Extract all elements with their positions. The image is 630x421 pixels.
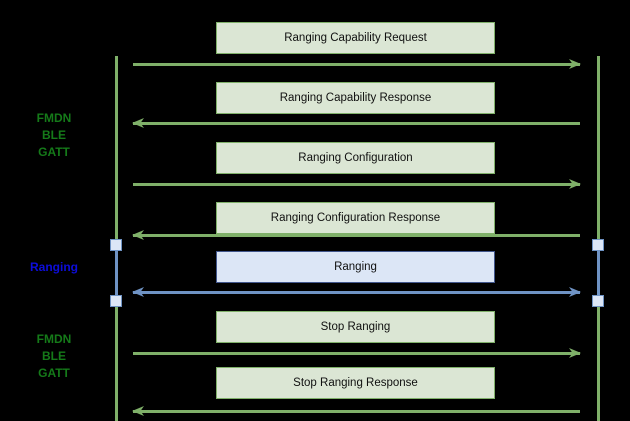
arrow-shaft [133,122,580,125]
arrow-ranging-configuration-response [132,229,580,241]
arrowhead-right [569,58,581,70]
arrow-ranging-bidirectional [132,286,581,298]
activation-end-right [592,295,604,307]
arrowhead-right [569,178,581,190]
message-box-ranging-capability-response[interactable]: Ranging Capability Response [216,82,495,114]
phase-label-line: FMDN [36,111,72,125]
arrowhead-right [569,286,581,298]
phase-label-line: FMDN [36,332,72,346]
activation-bar-left [115,245,118,301]
arrow-ranging-capability-request [133,58,581,70]
arrow-shaft [133,63,580,66]
message-box-ranging[interactable]: Ranging [216,251,495,283]
phase-label-line: BLE [42,128,66,142]
lifeline-right [597,56,600,421]
message-box-ranging-configuration-response[interactable]: Ranging Configuration Response [216,202,495,234]
arrowhead-left [132,117,144,129]
arrow-stop-ranging [133,347,581,359]
message-box-stop-ranging[interactable]: Stop Ranging [216,311,495,343]
phase-label-fmdn-top: FMDN BLE GATT [0,110,108,161]
phase-label-line: BLE [42,349,66,363]
activation-end-left [110,295,122,307]
activation-start-left [110,239,122,251]
arrow-ranging-capability-response [132,117,580,129]
message-box-stop-ranging-response[interactable]: Stop Ranging Response [216,367,495,399]
arrow-ranging-configuration [133,178,581,190]
arrowhead-right [569,347,581,359]
phase-label-ranging: Ranging [0,259,108,276]
message-box-ranging-capability-request[interactable]: Ranging Capability Request [216,22,495,54]
phase-label-fmdn-bottom: FMDN BLE GATT [0,331,108,382]
arrow-shaft [133,410,580,413]
arrowhead-left [132,405,144,417]
activation-start-right [592,239,604,251]
message-box-ranging-configuration[interactable]: Ranging Configuration [216,142,495,174]
arrow-shaft [133,352,580,355]
phase-label-line: GATT [38,366,70,380]
arrow-shaft [133,183,580,186]
activation-bar-right [597,245,600,301]
lifeline-left [115,56,118,421]
phase-label-line: Ranging [30,260,78,274]
arrowhead-left [132,229,144,241]
arrow-shaft [133,234,580,237]
arrow-stop-ranging-response [132,405,580,417]
arrow-shaft [133,291,580,294]
phase-label-line: GATT [38,145,70,159]
arrowhead-left [132,286,144,298]
